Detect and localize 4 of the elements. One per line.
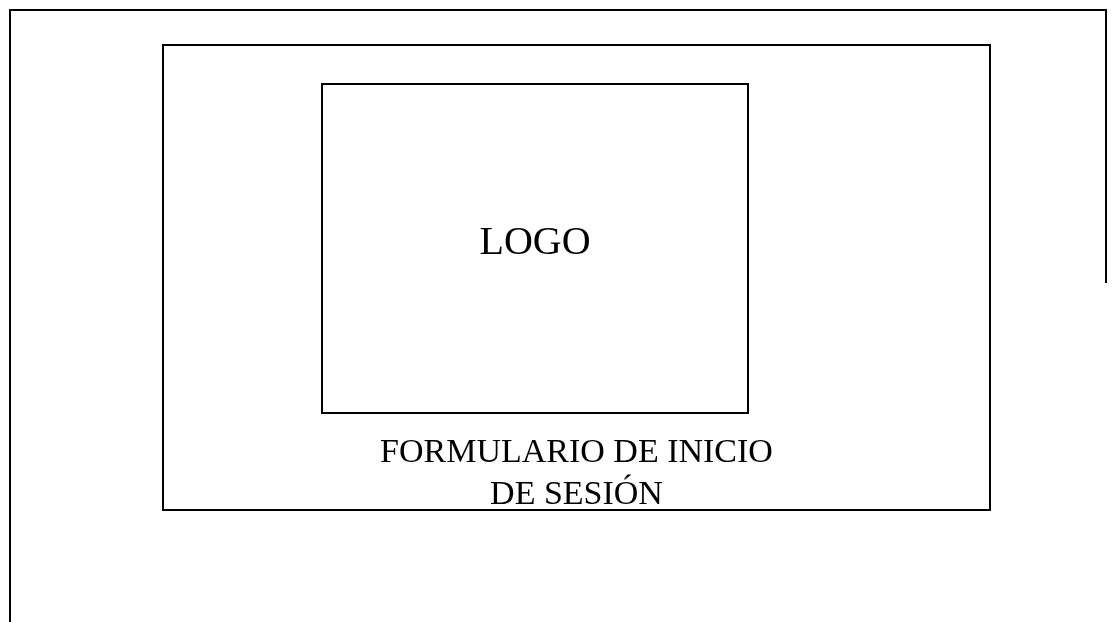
form-frame xyxy=(162,44,991,511)
placeholder-label: LOGO xyxy=(478,217,592,265)
form-title: FORMULARIO DE INICIO DE SESIÓN xyxy=(379,431,774,513)
placeholder-box xyxy=(321,83,749,414)
